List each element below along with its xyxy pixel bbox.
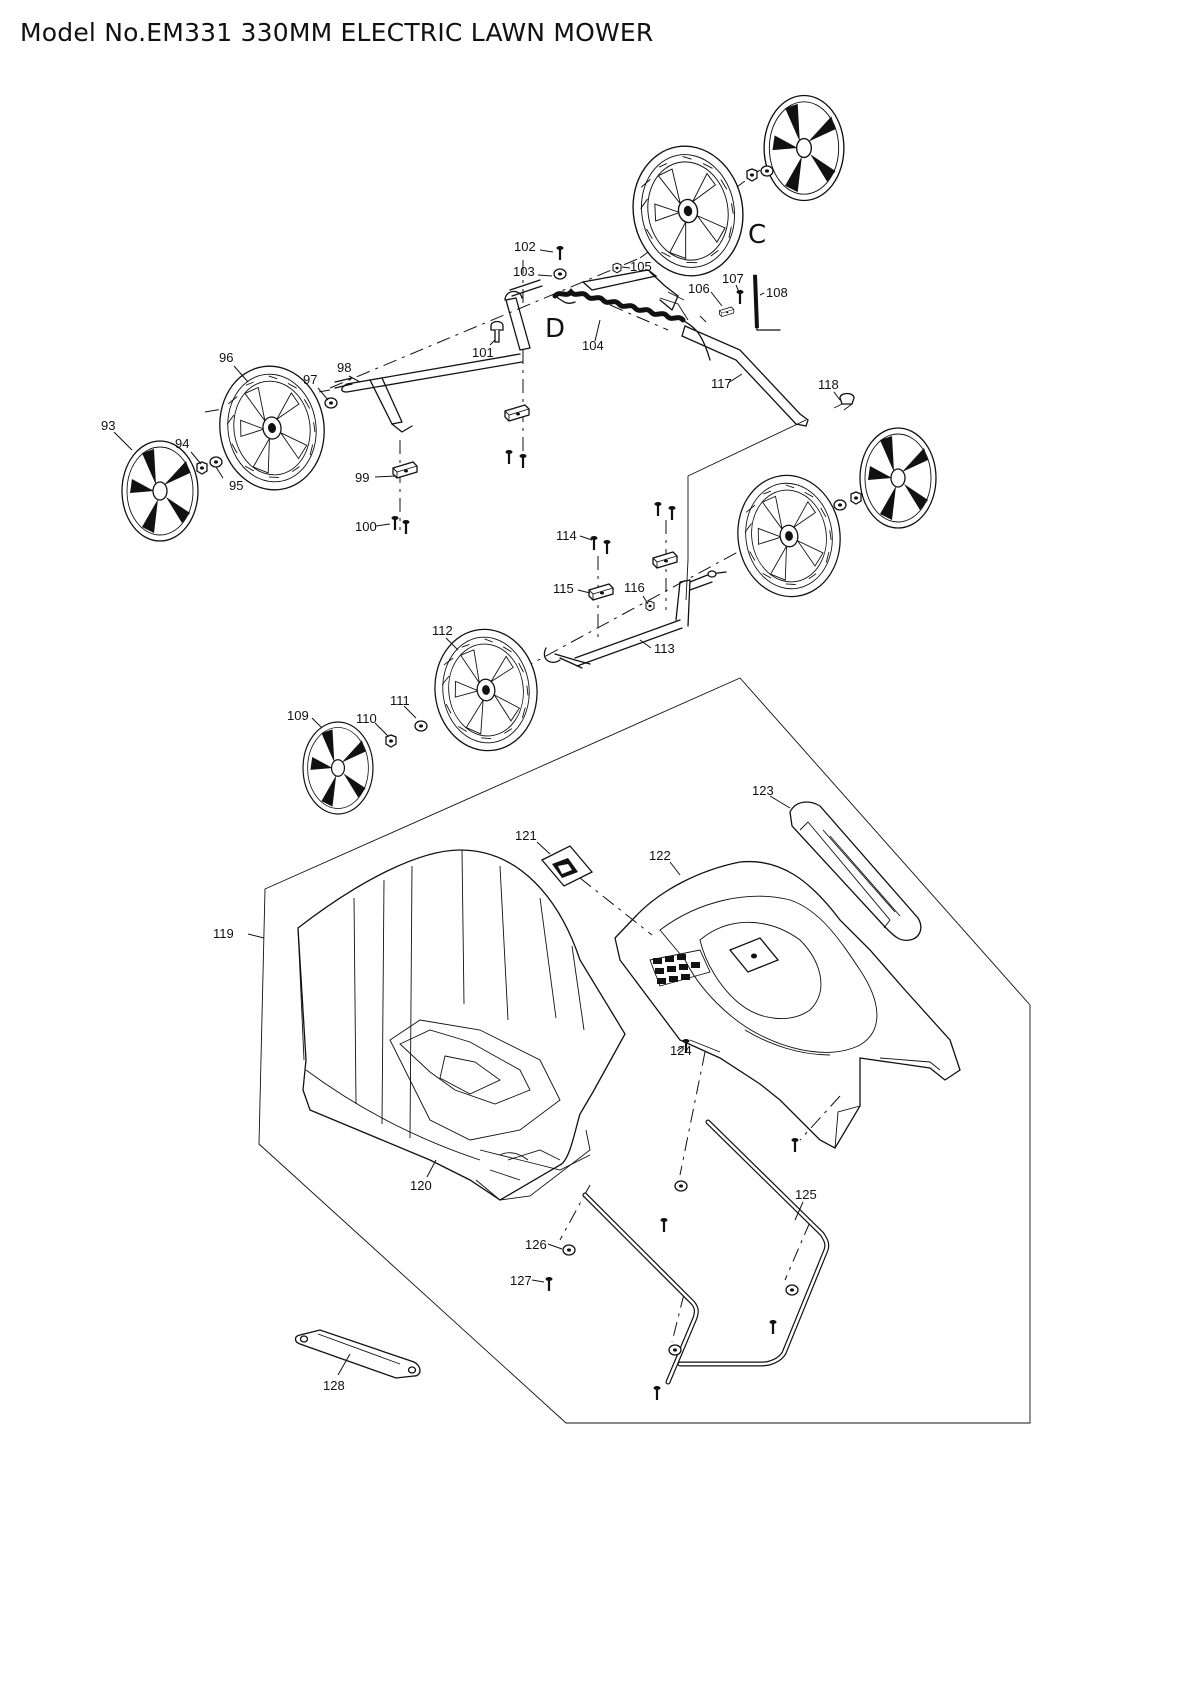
screw-mid-a bbox=[653, 500, 663, 518]
part-label: 120 bbox=[410, 1178, 432, 1193]
screw-127 bbox=[544, 1275, 554, 1293]
part-label: 101 bbox=[472, 345, 494, 360]
part-label: 95 bbox=[229, 478, 243, 493]
part-label: 127 bbox=[510, 1273, 532, 1288]
screw-114-b bbox=[602, 538, 612, 556]
part-label: 121 bbox=[515, 828, 537, 843]
part-label: 125 bbox=[795, 1187, 817, 1202]
washer-lower-a bbox=[674, 1180, 688, 1192]
pin-107 bbox=[735, 288, 745, 306]
height-lever-arm bbox=[581, 269, 809, 427]
hubcap-109 bbox=[302, 721, 374, 815]
part-label: 96 bbox=[219, 350, 233, 365]
part-label: 115 bbox=[553, 581, 574, 596]
part-label: 103 bbox=[513, 264, 535, 279]
washer-110 bbox=[385, 734, 397, 748]
label-121 bbox=[540, 845, 594, 887]
frame-rod-125 bbox=[582, 1119, 830, 1385]
nut-right-top-a bbox=[746, 168, 758, 182]
screw-114-a bbox=[589, 534, 599, 552]
part-label: 109 bbox=[287, 708, 309, 723]
spring-106 bbox=[719, 306, 735, 317]
hubcap-right-top bbox=[763, 94, 845, 202]
washer-103 bbox=[553, 268, 567, 280]
front-wheel-right bbox=[729, 468, 849, 604]
screws-100-b bbox=[401, 518, 411, 536]
screw-lower-c bbox=[652, 1384, 662, 1402]
leader-lines bbox=[113, 249, 841, 1376]
front-wheel-112 bbox=[428, 623, 544, 757]
screws-100-a bbox=[390, 514, 400, 532]
reference-letter-d: D bbox=[545, 314, 565, 344]
part-label: 117 bbox=[711, 376, 732, 391]
clip-99 bbox=[392, 461, 418, 479]
front-axle-assembly bbox=[519, 539, 761, 671]
hubcap-right-mid bbox=[859, 427, 937, 529]
part-label: 106 bbox=[688, 281, 710, 296]
part-label: 124 bbox=[670, 1043, 692, 1058]
screw-102 bbox=[555, 244, 565, 262]
part-label: 105 bbox=[630, 259, 652, 274]
washer-lower-c bbox=[668, 1344, 682, 1356]
vent-grid bbox=[653, 954, 700, 984]
part-label: 100 bbox=[355, 519, 377, 534]
washer-111 bbox=[414, 720, 428, 732]
part-label: 123 bbox=[752, 783, 774, 798]
tension-spring bbox=[552, 288, 711, 361]
part-label: 113 bbox=[654, 641, 675, 656]
part-label: 114 bbox=[556, 528, 577, 543]
hubcap-93 bbox=[121, 440, 199, 542]
screw-upper-a bbox=[504, 448, 514, 466]
screw-101 bbox=[490, 320, 504, 343]
part-label: 99 bbox=[355, 470, 369, 485]
screw-lower-b bbox=[768, 1318, 778, 1336]
part-label: 126 bbox=[525, 1237, 547, 1252]
screw-upper-b bbox=[518, 452, 528, 470]
part-label: 94 bbox=[175, 436, 189, 451]
grass-box-assembly-frame bbox=[258, 677, 1031, 1424]
nut-right-mid bbox=[850, 491, 862, 505]
part-label: 102 bbox=[514, 239, 536, 254]
part-label: 98 bbox=[337, 360, 351, 375]
part-label: 104 bbox=[582, 338, 604, 353]
part-label: 112 bbox=[432, 623, 453, 638]
washer-right-mid bbox=[833, 499, 847, 511]
washer-97 bbox=[324, 397, 338, 409]
handle-grip-123 bbox=[789, 801, 922, 942]
part-label: 122 bbox=[649, 848, 671, 863]
part-label: 110 bbox=[356, 711, 377, 726]
screw-lower-a bbox=[659, 1216, 669, 1234]
link-bar-128 bbox=[294, 1329, 421, 1379]
part-number-labels: 93 94 95 96 97 98 99 100 101 102 103 104… bbox=[101, 239, 839, 1393]
page-title: Model No.EM331 330MM ELECTRIC LAWN MOWER bbox=[20, 18, 654, 47]
part-label: 97 bbox=[303, 372, 317, 387]
part-label: 119 bbox=[213, 926, 234, 941]
washer-94 bbox=[196, 461, 208, 475]
clip-115 bbox=[588, 583, 614, 601]
washer-95 bbox=[209, 456, 223, 468]
part-label: 111 bbox=[390, 693, 410, 708]
screw-mid-b bbox=[667, 504, 677, 522]
part-label: 116 bbox=[624, 580, 645, 595]
height-adjust-rod bbox=[753, 274, 781, 331]
part-label: 108 bbox=[766, 285, 788, 300]
washer-126 bbox=[562, 1244, 576, 1256]
part-label: 93 bbox=[101, 418, 115, 433]
reference-letter-c: C bbox=[748, 220, 766, 250]
washer-lower-b bbox=[785, 1284, 799, 1296]
part-label: 107 bbox=[722, 271, 744, 286]
screw-118 bbox=[833, 392, 855, 411]
nut-105 bbox=[612, 262, 622, 274]
washer-right-top-b bbox=[760, 165, 774, 177]
clip-mid bbox=[652, 551, 678, 569]
part-label: 118 bbox=[818, 377, 839, 392]
grass-box-119 bbox=[297, 849, 626, 1201]
clip-upper bbox=[504, 404, 530, 422]
part-label: 128 bbox=[323, 1378, 345, 1393]
rear-flap-122 bbox=[614, 860, 961, 1149]
screw-flap-right bbox=[790, 1136, 800, 1154]
